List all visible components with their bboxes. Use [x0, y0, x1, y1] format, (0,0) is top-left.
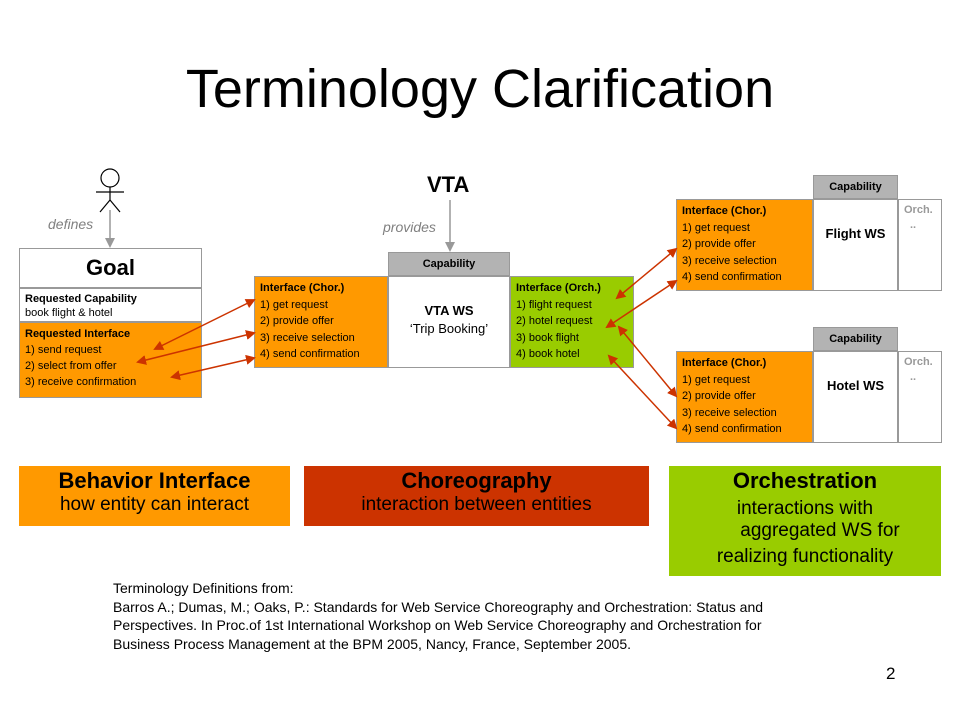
- chor-interface-item: 2) provide offer: [682, 238, 756, 250]
- chor-interface-item: 4) send confirmation: [260, 348, 360, 360]
- orchestration-line: realizing functionality: [716, 546, 894, 567]
- goal-header: Goal: [19, 248, 202, 288]
- orchestration-line: interactions with: [736, 498, 874, 519]
- requested-capability-value: book flight & hotel: [25, 307, 113, 319]
- vta-ws-name: VTA WS: [424, 303, 474, 318]
- behavior-interface-title: Behavior Interface: [58, 468, 251, 493]
- reference-line: Perspectives. In Proc.of 1st Internation…: [113, 617, 762, 633]
- orch-interface-item: 4) book hotel: [516, 348, 580, 360]
- orchestration-title: Orchestration: [732, 468, 878, 493]
- vta-chor-interface: Interface (Chor.) 1) get request 2) prov…: [254, 276, 388, 368]
- arrow-goal-vta-2: [136, 330, 256, 365]
- chor-interface-header: Interface (Chor.): [260, 282, 345, 294]
- hotel-capability-tab: Capability: [813, 327, 898, 351]
- slide-title: Terminology Clarification: [185, 59, 775, 119]
- behavior-interface-subtitle: how entity can interact: [59, 494, 250, 515]
- provides-label: provides: [383, 219, 436, 235]
- requested-interface-item: 3) receive confirmation: [25, 376, 137, 388]
- reference-line: Barros A.; Dumas, M.; Oaks, P.: Standard…: [113, 598, 764, 615]
- hotel-ws-name: Hotel WS: [826, 378, 885, 393]
- chor-interface-item: 3) receive selection: [682, 406, 777, 419]
- chor-interface-header: Interface (Chor.): [682, 357, 767, 369]
- vta-ws-capability: VTA WS ‘Trip Booking’: [388, 276, 510, 368]
- orch-interface-item: 3) book flight: [516, 331, 579, 344]
- arrow-goal-vta-3: [170, 354, 256, 381]
- chor-interface-item: 2) provide offer: [260, 315, 334, 327]
- choreography-title: Choreography: [401, 468, 552, 493]
- goal-requested-interface: Requested Interface 1) send request 2) s…: [19, 322, 202, 398]
- flight-ws-capability: Flight WS: [813, 199, 898, 291]
- page-number: 2: [886, 664, 896, 683]
- arrow-vta-hotel-1: [617, 325, 678, 398]
- reference-line: Business Process Management at the BPM 2…: [113, 635, 632, 652]
- requested-interface-item: 1) send request: [25, 344, 102, 356]
- chor-interface-item: 3) receive selection: [260, 331, 355, 344]
- requested-capability-label: Requested Capability: [25, 293, 137, 305]
- hotel-chor-interface: Interface (Chor.) 1) get request 2) prov…: [676, 351, 813, 443]
- vta-label: VTA: [427, 172, 470, 197]
- flight-ws-name: Flight WS: [825, 226, 886, 241]
- hotel-ws-capability: Hotel WS: [813, 351, 898, 443]
- chor-interface-header: Interface (Chor.): [682, 205, 767, 217]
- orch-interface-item: 2) hotel request: [516, 315, 593, 327]
- flight-capability-tab: Capability: [813, 175, 898, 199]
- chor-interface-item: 1) get request: [682, 221, 750, 234]
- orch-dots: ..: [910, 371, 917, 383]
- flight-orch-interface: Orch. ..: [898, 199, 942, 291]
- flight-chor-interface: Interface (Chor.) 1) get request 2) prov…: [676, 199, 813, 291]
- hotel-orch-interface: Orch. ..: [898, 351, 942, 443]
- chor-interface-item: 1) get request: [682, 373, 750, 386]
- arrow-vta-hotel-2: [607, 354, 678, 430]
- requested-interface-item: 2) select from offer: [25, 360, 117, 372]
- chor-interface-item: 4) send confirmation: [682, 423, 782, 435]
- behavior-interface-band: Behavior Interface how entity can intera…: [19, 466, 290, 526]
- orch-dots: ..: [910, 219, 917, 231]
- references: Terminology Definitions from: Barros A.;…: [113, 579, 873, 653]
- arrow-vta-flight-1: [615, 247, 678, 300]
- chor-interface-item: 3) receive selection: [682, 254, 777, 267]
- orch-interface-header: Interface (Orch.): [516, 282, 601, 294]
- requested-interface-label: Requested Interface: [25, 328, 131, 340]
- actor-icon: [96, 168, 124, 213]
- arrow-goal-vta-1: [153, 299, 256, 350]
- orch-label: Orch.: [904, 204, 933, 216]
- defines-label: defines: [48, 216, 94, 232]
- chor-interface-item: 2) provide offer: [682, 390, 756, 402]
- choreography-band: Choreography interaction between entitie…: [304, 466, 649, 526]
- orchestration-band: Orchestration interactions with aggregat…: [669, 466, 941, 576]
- orch-label: Orch.: [904, 356, 933, 368]
- orchestration-line: aggregated WS for: [740, 520, 900, 541]
- choreography-subtitle: interaction between entities: [361, 494, 592, 515]
- reference-line: Terminology Definitions from:: [113, 580, 294, 596]
- vta-capability-tab: Capability: [388, 252, 510, 276]
- vta-ws-subtitle: ‘Trip Booking’: [409, 321, 489, 336]
- orch-interface-item: 1) flight request: [516, 298, 592, 311]
- chor-interface-item: 1) get request: [260, 298, 328, 311]
- chor-interface-item: 4) send confirmation: [682, 271, 782, 283]
- arrow-vta-flight-2: [605, 279, 678, 329]
